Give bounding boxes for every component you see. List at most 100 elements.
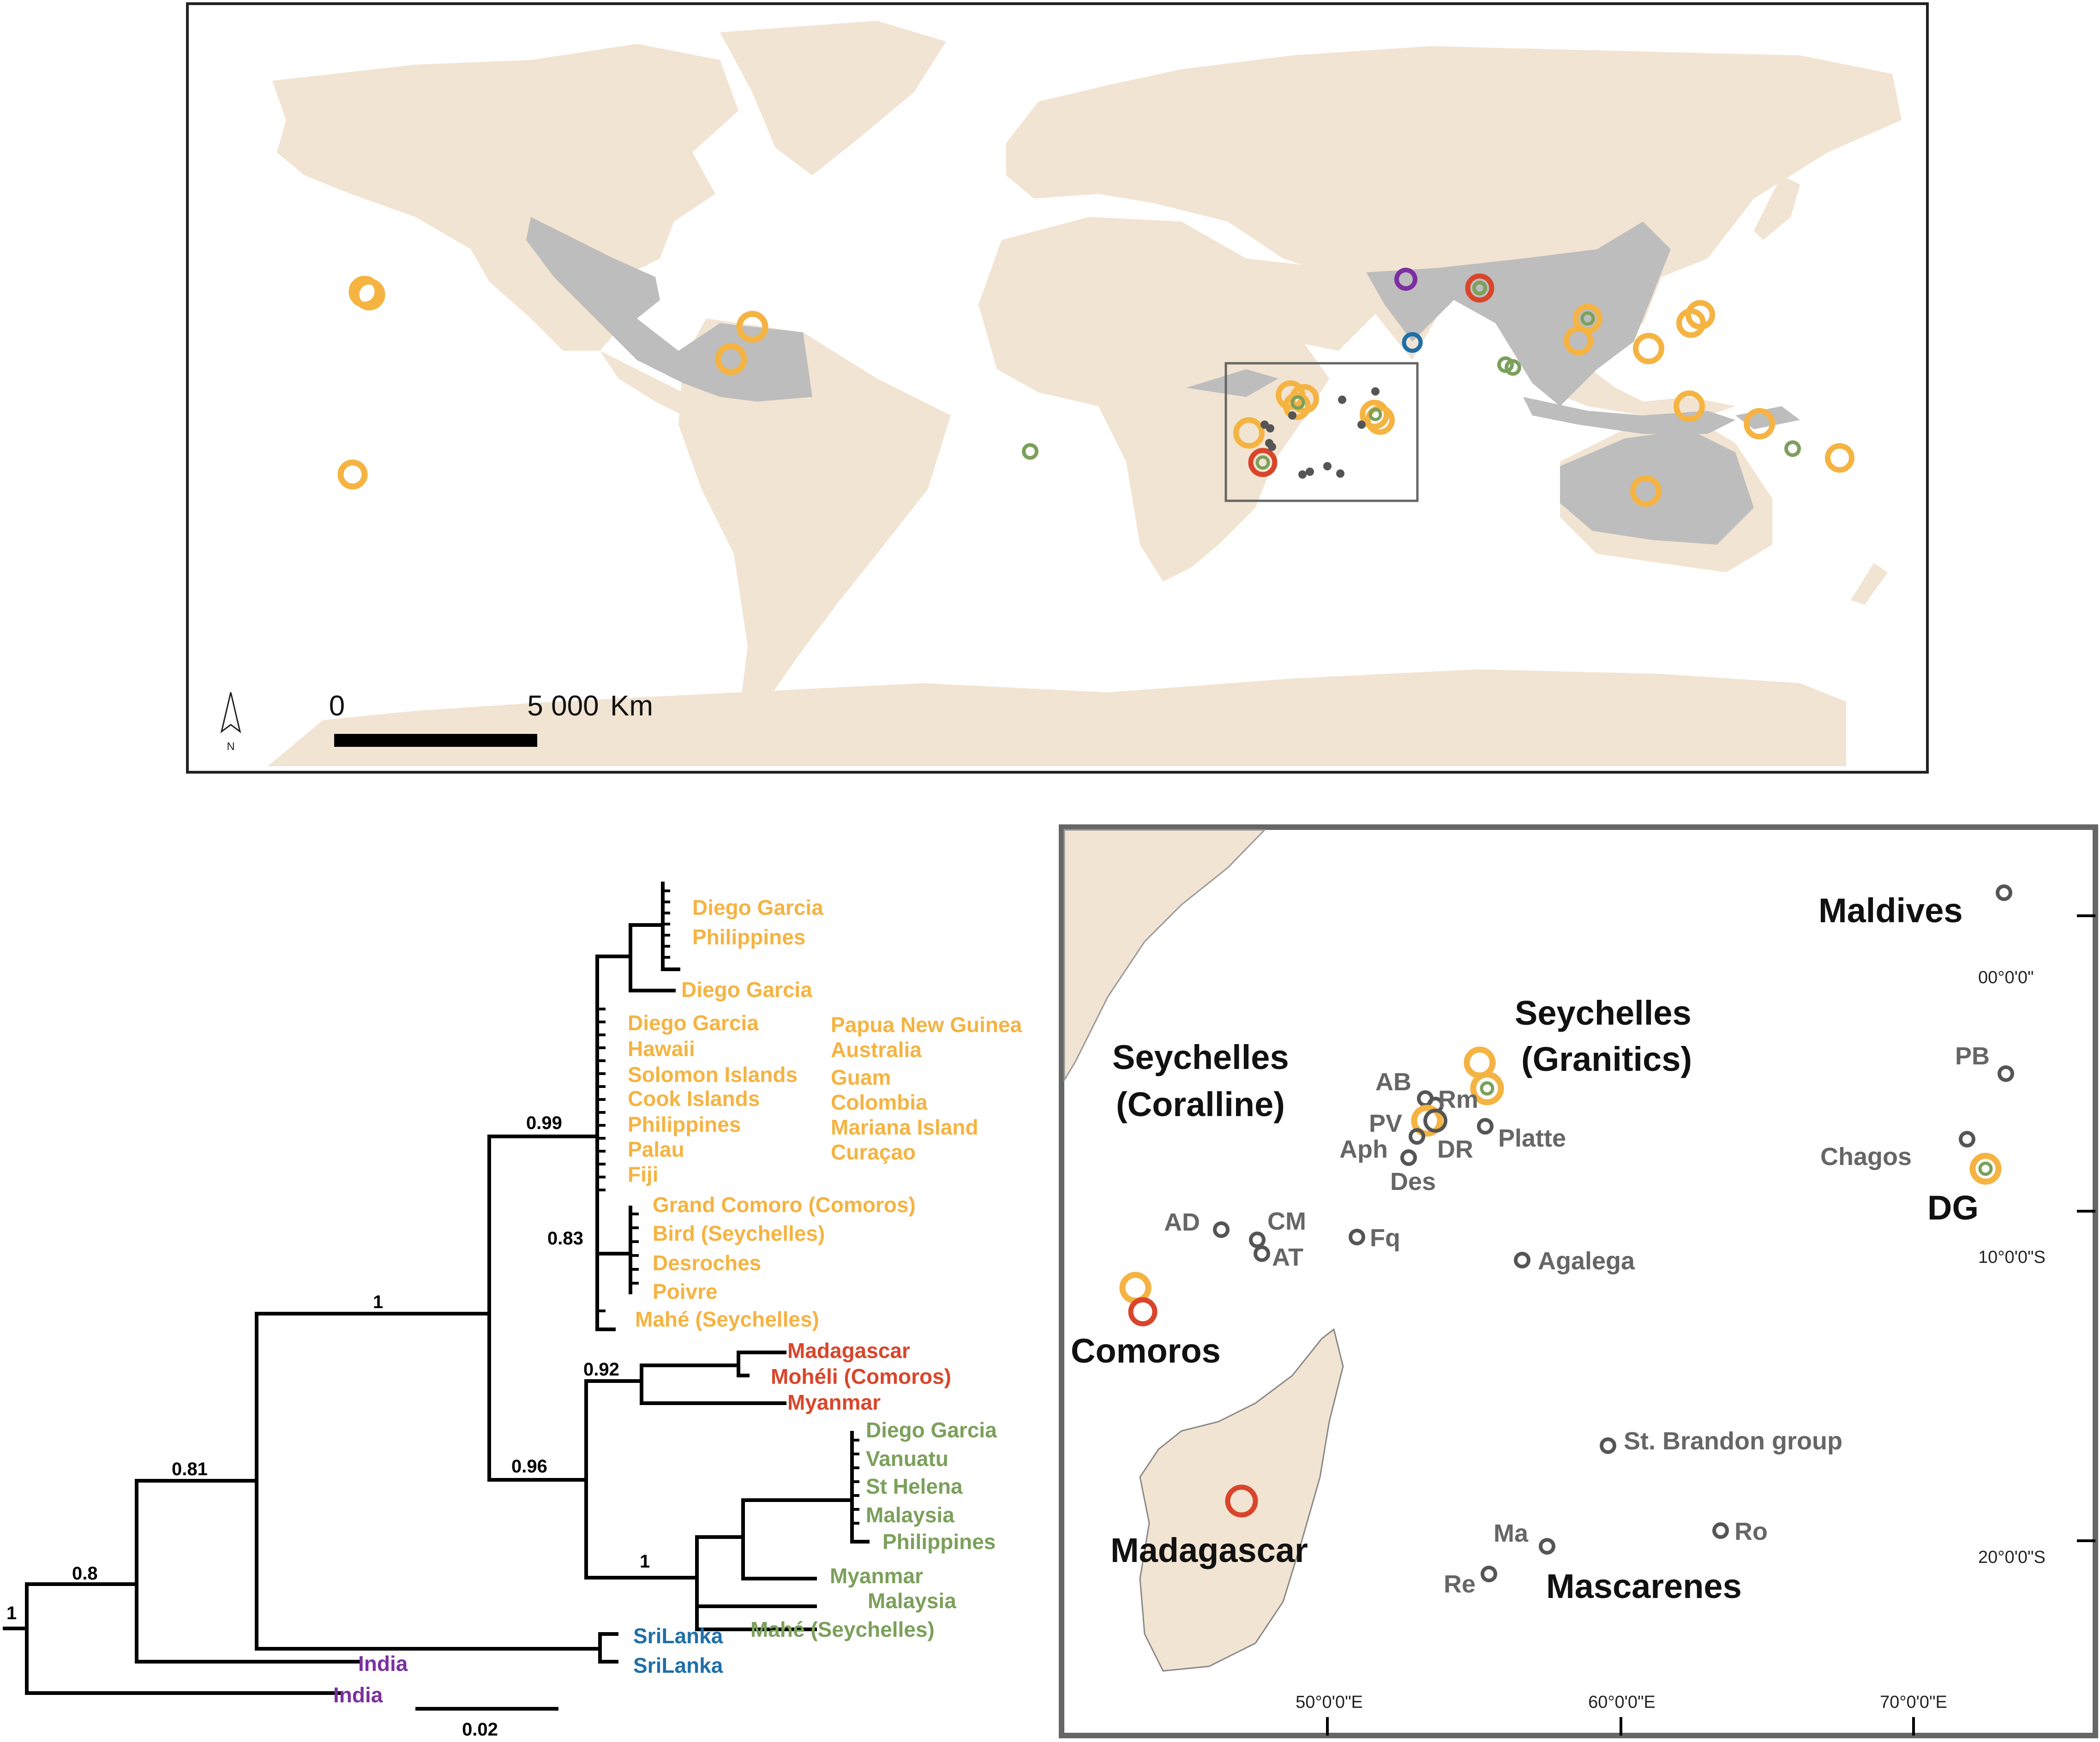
site-dg-g — [1368, 408, 1382, 421]
tree-labels-purple: India India — [333, 1652, 408, 1707]
tip-label: India — [333, 1683, 383, 1707]
north-arrow-shape — [220, 692, 241, 733]
site-dg-orange — [1969, 1153, 2002, 1185]
label-dg: DG — [1927, 1189, 1979, 1227]
label-ab: AB — [1375, 1068, 1411, 1096]
dot — [1306, 468, 1314, 476]
site-australia — [1630, 475, 1662, 507]
tip-label: Myanmar — [830, 1564, 923, 1588]
site-comoros-o — [1233, 417, 1265, 449]
tip-label: Malaysia — [866, 1503, 954, 1527]
site-png — [1674, 390, 1705, 422]
label-platte: Platte — [1498, 1124, 1566, 1152]
tip-label: Poivre — [653, 1279, 718, 1303]
inset-tick-labels: 00°0'0" 10°0'0"S 20°0'0"S 50°0'0"E 60°0'… — [1296, 968, 2046, 1712]
site-myanmar-green — [1472, 281, 1487, 295]
world-sampling-sites — [337, 268, 1854, 507]
label-sey-coralline-1: Seychelles — [1112, 1038, 1289, 1076]
tip-label: Philippines — [628, 1112, 741, 1136]
label-sey-coralline-2: (Coralline) — [1116, 1085, 1285, 1123]
scale-bar: 0 5 000 Km — [329, 690, 653, 747]
support-values: 1 0.8 0.81 1 0.99 0.83 0.92 0.96 1 — [6, 1113, 650, 1623]
label-des: Des — [1390, 1168, 1436, 1195]
label-fq: Fq — [1370, 1224, 1400, 1252]
label-pb: PB — [1955, 1042, 1990, 1070]
japan — [1754, 175, 1800, 240]
label-at: AT — [1272, 1243, 1303, 1271]
tip-label: Mariana Island — [831, 1115, 978, 1139]
lon-label: 70°0'0"E — [1880, 1693, 1947, 1712]
tip-label: Cook Islands — [628, 1087, 760, 1111]
inset-map-panel: 00°0'0" 10°0'0"S 20°0'0"S 50°0'0"E 60°0'… — [1059, 824, 2098, 1738]
lat-label: 10°0'0"S — [1978, 1248, 2046, 1267]
new-zealand — [1851, 563, 1888, 605]
site-cook — [337, 459, 368, 490]
site-maldives — [1996, 884, 2012, 901]
range-asia — [1366, 222, 1671, 406]
eurasia — [1006, 46, 1902, 369]
site-india — [1394, 268, 1417, 291]
label-mascarenes: Mascarenes — [1546, 1567, 1742, 1605]
site-mariana-2 — [1686, 300, 1715, 330]
site-st-brandon — [1600, 1437, 1616, 1454]
site-granitic-green — [1480, 1081, 1494, 1096]
tip-label: Mahé (Seychelles) — [750, 1617, 935, 1641]
tree-labels-orange: Diego Garcia Philippines Diego Garcia Di… — [628, 895, 1022, 1331]
label-madagascar: Madagascar — [1110, 1531, 1308, 1569]
label-sey-granitics-2: (Granitics) — [1521, 1040, 1692, 1078]
label-maldives: Maldives — [1818, 891, 1963, 930]
tip-label: Australia — [831, 1038, 922, 1062]
label-chagos: Chagos — [1820, 1143, 1912, 1171]
site-at — [1254, 1245, 1270, 1262]
site-seych-3 — [1283, 392, 1311, 420]
tip-label: Desroches — [653, 1251, 761, 1275]
antarctica — [268, 669, 1846, 766]
label-st-brandon: St. Brandon group — [1624, 1427, 1842, 1455]
lat-label: 00°0'0" — [1978, 968, 2034, 987]
tip-label: Diego Garcia — [681, 978, 812, 1002]
site-colombia — [715, 343, 747, 375]
tip-label: Malaysia — [868, 1589, 956, 1613]
greenland — [720, 21, 946, 175]
site-cm — [1249, 1231, 1266, 1248]
south-america — [678, 318, 951, 720]
tip-label: Philippines — [882, 1530, 996, 1554]
site-st-helena — [1022, 443, 1038, 460]
support-1b: 1 — [640, 1551, 650, 1572]
tip-label: Vanuatu — [866, 1447, 948, 1471]
tip-label: Diego Garcia — [866, 1418, 997, 1442]
tip-label: Solomon Islands — [628, 1063, 798, 1087]
north-label: N — [227, 740, 234, 753]
support-096: 0.96 — [511, 1456, 547, 1477]
tip-label: SriLanka — [633, 1653, 723, 1677]
dot — [1266, 424, 1274, 432]
site-seych-g — [1290, 395, 1305, 410]
site-agalega — [1514, 1252, 1530, 1268]
scale-unit: Km — [610, 690, 653, 722]
tip-label: Fiji — [628, 1162, 658, 1186]
tip-label: India — [358, 1652, 408, 1676]
tree-labels-blue: SriLanka SriLanka — [633, 1624, 723, 1677]
support-1a: 1 — [373, 1292, 383, 1312]
site-granitic-orange — [1470, 1071, 1504, 1105]
dot — [1336, 469, 1344, 478]
site-philippines-g — [1580, 311, 1595, 326]
tip-label: Palau — [628, 1137, 684, 1161]
label-re: Re — [1444, 1570, 1476, 1598]
tip-label: Guam — [831, 1065, 891, 1089]
site-chagos — [1959, 1131, 1975, 1147]
inset-sites — [1119, 884, 2014, 1582]
site-ad — [1213, 1221, 1230, 1238]
support-092: 0.92 — [583, 1359, 619, 1380]
site-pv-orange — [1411, 1105, 1443, 1137]
arabia — [1246, 258, 1375, 351]
site-fq — [1349, 1229, 1365, 1245]
range-indonesia — [1523, 397, 1735, 434]
label-ro: Ro — [1734, 1518, 1768, 1545]
label-ma: Ma — [1494, 1520, 1529, 1547]
site-madagascar-g — [1255, 455, 1270, 470]
site-vanuatu — [1784, 440, 1801, 457]
lat-label: 20°0'0"S — [1978, 1548, 2046, 1567]
tip-label: St Helena — [866, 1474, 963, 1498]
